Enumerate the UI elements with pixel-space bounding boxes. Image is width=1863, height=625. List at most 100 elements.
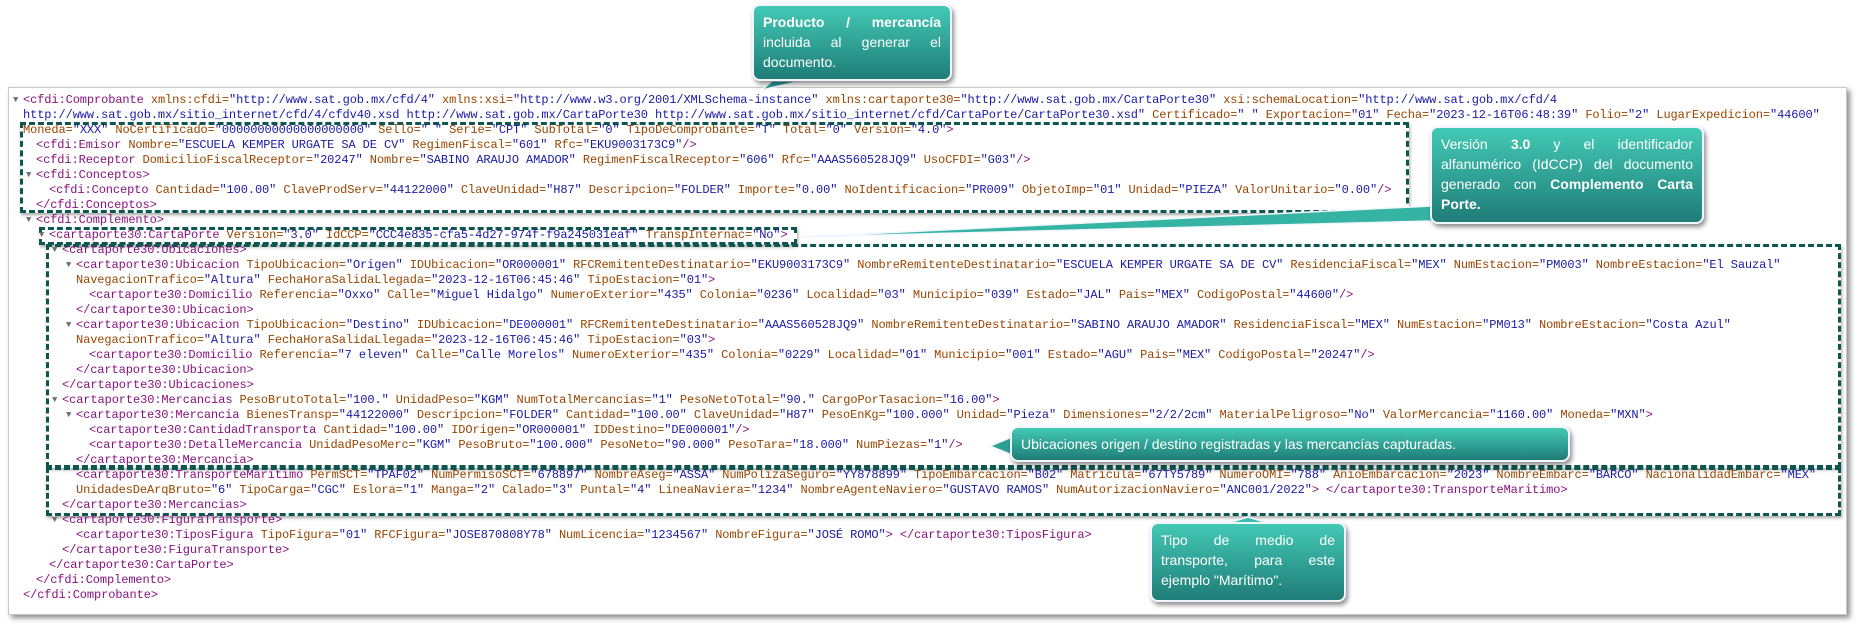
xml-value: "788" [1290,468,1326,482]
xml-attribute: LineaNaviera= [658,483,751,497]
xml-line: Moneda="XXX" NoCertificado="000000000000… [0,123,1860,138]
xml-tag: <cartaporte30:CantidadTransporta [89,423,317,437]
xml-text [776,123,783,137]
xml-tag: </cartaporte30:TiposFigura [899,528,1085,542]
xml-attribute: PermSCT= [310,468,368,482]
xml-line: <cfdi:Receptor DomicilioFiscalReceptor="… [0,153,1860,168]
xml-value: "678897" [530,468,588,482]
xml-attribute: IdCCP= [325,228,369,242]
xml-attribute: NumeroExterior= [550,288,658,302]
xml-value: "XXX" [72,123,109,137]
xml-value: "Miguel Hidalgo" [429,288,544,302]
xml-value: "CGC" [310,483,346,497]
xml-attribute: Serie= [449,123,492,137]
xml-value: "20247" [312,153,363,167]
xml-tag: <cartaporte30:CartaPorte [49,228,220,242]
xml-text [389,393,396,407]
xml-value: "7 eleven" [337,348,409,362]
xml-text [818,93,825,107]
xml-text [1532,318,1539,332]
xml-attribute: Pais= [1140,348,1176,362]
xml-attribute: Localidad= [827,348,899,362]
xml-value: "Altura" [203,333,261,347]
xml-text [363,153,370,167]
xml-tag: </cartaporte30:Ubicacion [76,363,247,377]
xml-line: </cartaporte30:Ubicacion> [0,363,1860,378]
collapse-triangle-icon[interactable]: ▼ [39,230,45,240]
xml-text [410,318,417,332]
xml-text [148,183,155,197]
xml-value: "4.0" [910,123,947,137]
xml-tag: <cartaporte30:TiposFigura [76,528,254,542]
xml-text [544,288,551,302]
xml-value: "T" [754,123,776,137]
xml-value: "ASSA" [672,468,716,482]
xml-attribute: NumPolizaSeguro= [722,468,836,482]
xml-tag: > [1311,483,1319,497]
collapse-triangle-icon[interactable]: ▼ [26,170,32,180]
xml-text [1319,483,1326,497]
xml-text [454,183,461,197]
xml-tag: <cartaporte30:Ubicacion [76,318,240,332]
xml-tag: <cfdi:Concepto [49,183,149,197]
xml-tag: </cartaporte30:CartaPorte [49,558,227,572]
xml-value: "OR000001" [515,423,587,437]
xml-value: "BARCO" [1588,468,1639,482]
xml-value: "CCC4e835-cfa5-4d27-974f-f9a245031eaf" [368,228,639,242]
xml-tag: </cartaporte30:Mercancias [62,498,240,512]
xml-value: "67TY5789" [1141,468,1213,482]
xml-value: "601" [511,138,548,152]
callout-producto: Producto / mercancía incluida al generar… [752,4,952,81]
xml-line: </cartaporte30:CartaPorte> [0,558,1860,573]
xml-tag: > [1560,483,1568,497]
xml-line: </cartaporte30:Mercancias> [0,498,1860,513]
xml-attribute: NombreAgenteNaviero= [800,483,943,497]
xml-attribute: Unidad= [956,408,1007,422]
xml-attribute: IDUbicacion= [416,318,503,332]
xml-attribute: NumAutorizacionNaviero= [1056,483,1220,497]
xml-text [254,528,261,542]
xml-attribute: Colonia= [721,348,778,362]
collapse-triangle-icon[interactable]: ▼ [66,320,72,330]
xml-value: "KGM" [473,393,510,407]
xml-attribute: NombreRemitenteDestinatario= [871,318,1071,332]
xml-tag: > [780,228,788,242]
collapse-triangle-icon[interactable]: ▼ [52,515,58,525]
xml-text [410,408,417,422]
xml-attribute: ClaveUnidad= [460,183,547,197]
xml-tag: /> [1016,153,1031,167]
collapse-triangle-icon[interactable]: ▼ [52,395,58,405]
xml-value: "2023-12-16T06:45:46" [431,273,581,287]
xml-text [1390,318,1397,332]
xml-text [346,483,353,497]
collapse-triangle-icon[interactable]: ▼ [66,260,72,270]
xml-line: NavegacionTrafico="Altura" FechaHoraSali… [0,273,1860,288]
xml-value: "H87" [779,408,815,422]
xml-value: "GUSTAVO RAMOS" [942,483,1050,497]
xml-value: "http://www.sat.gob.mx/cfd/4 [1358,93,1557,107]
collapse-triangle-icon[interactable]: ▼ [52,245,58,255]
xml-attribute: Certificado= [1152,108,1238,122]
xml-value: "2/2/2cm" [1148,408,1213,422]
xml-value: "SABINO ARAUJO AMADOR" [1070,318,1227,332]
xml-tag: <cfdi:Emisor [36,138,122,152]
xml-attribute: NavegacionTrafico= [76,333,204,347]
xml-tag: <cartaporte30:Mercancia [76,408,240,422]
xml-line: <cartaporte30:Domicilio Referencia="Oxxo… [0,288,1860,303]
xml-text [775,153,782,167]
xml-attribute: TipoFigura= [260,528,339,542]
xml-attribute: Nombre= [128,138,179,152]
xml-text [638,228,645,242]
xml-tag: > [239,243,247,257]
xml-line: http://www.sat.gob.mx/sitio_internet/cfd… [0,108,1860,123]
collapse-triangle-icon[interactable]: ▼ [13,95,19,105]
collapse-triangle-icon[interactable]: ▼ [66,410,72,420]
xml-value: "100." [346,393,389,407]
xml-value: "0" [598,123,620,137]
xml-value: "0.00" [794,183,838,197]
xml-attribute: SubTotal= [534,123,599,137]
xml-attribute: xmlns:cfdi= [150,93,229,107]
xml-tag: <cfdi:Conceptos [36,168,143,182]
collapse-triangle-icon[interactable]: ▼ [26,215,32,225]
xml-value: "DE000001" [664,423,736,437]
